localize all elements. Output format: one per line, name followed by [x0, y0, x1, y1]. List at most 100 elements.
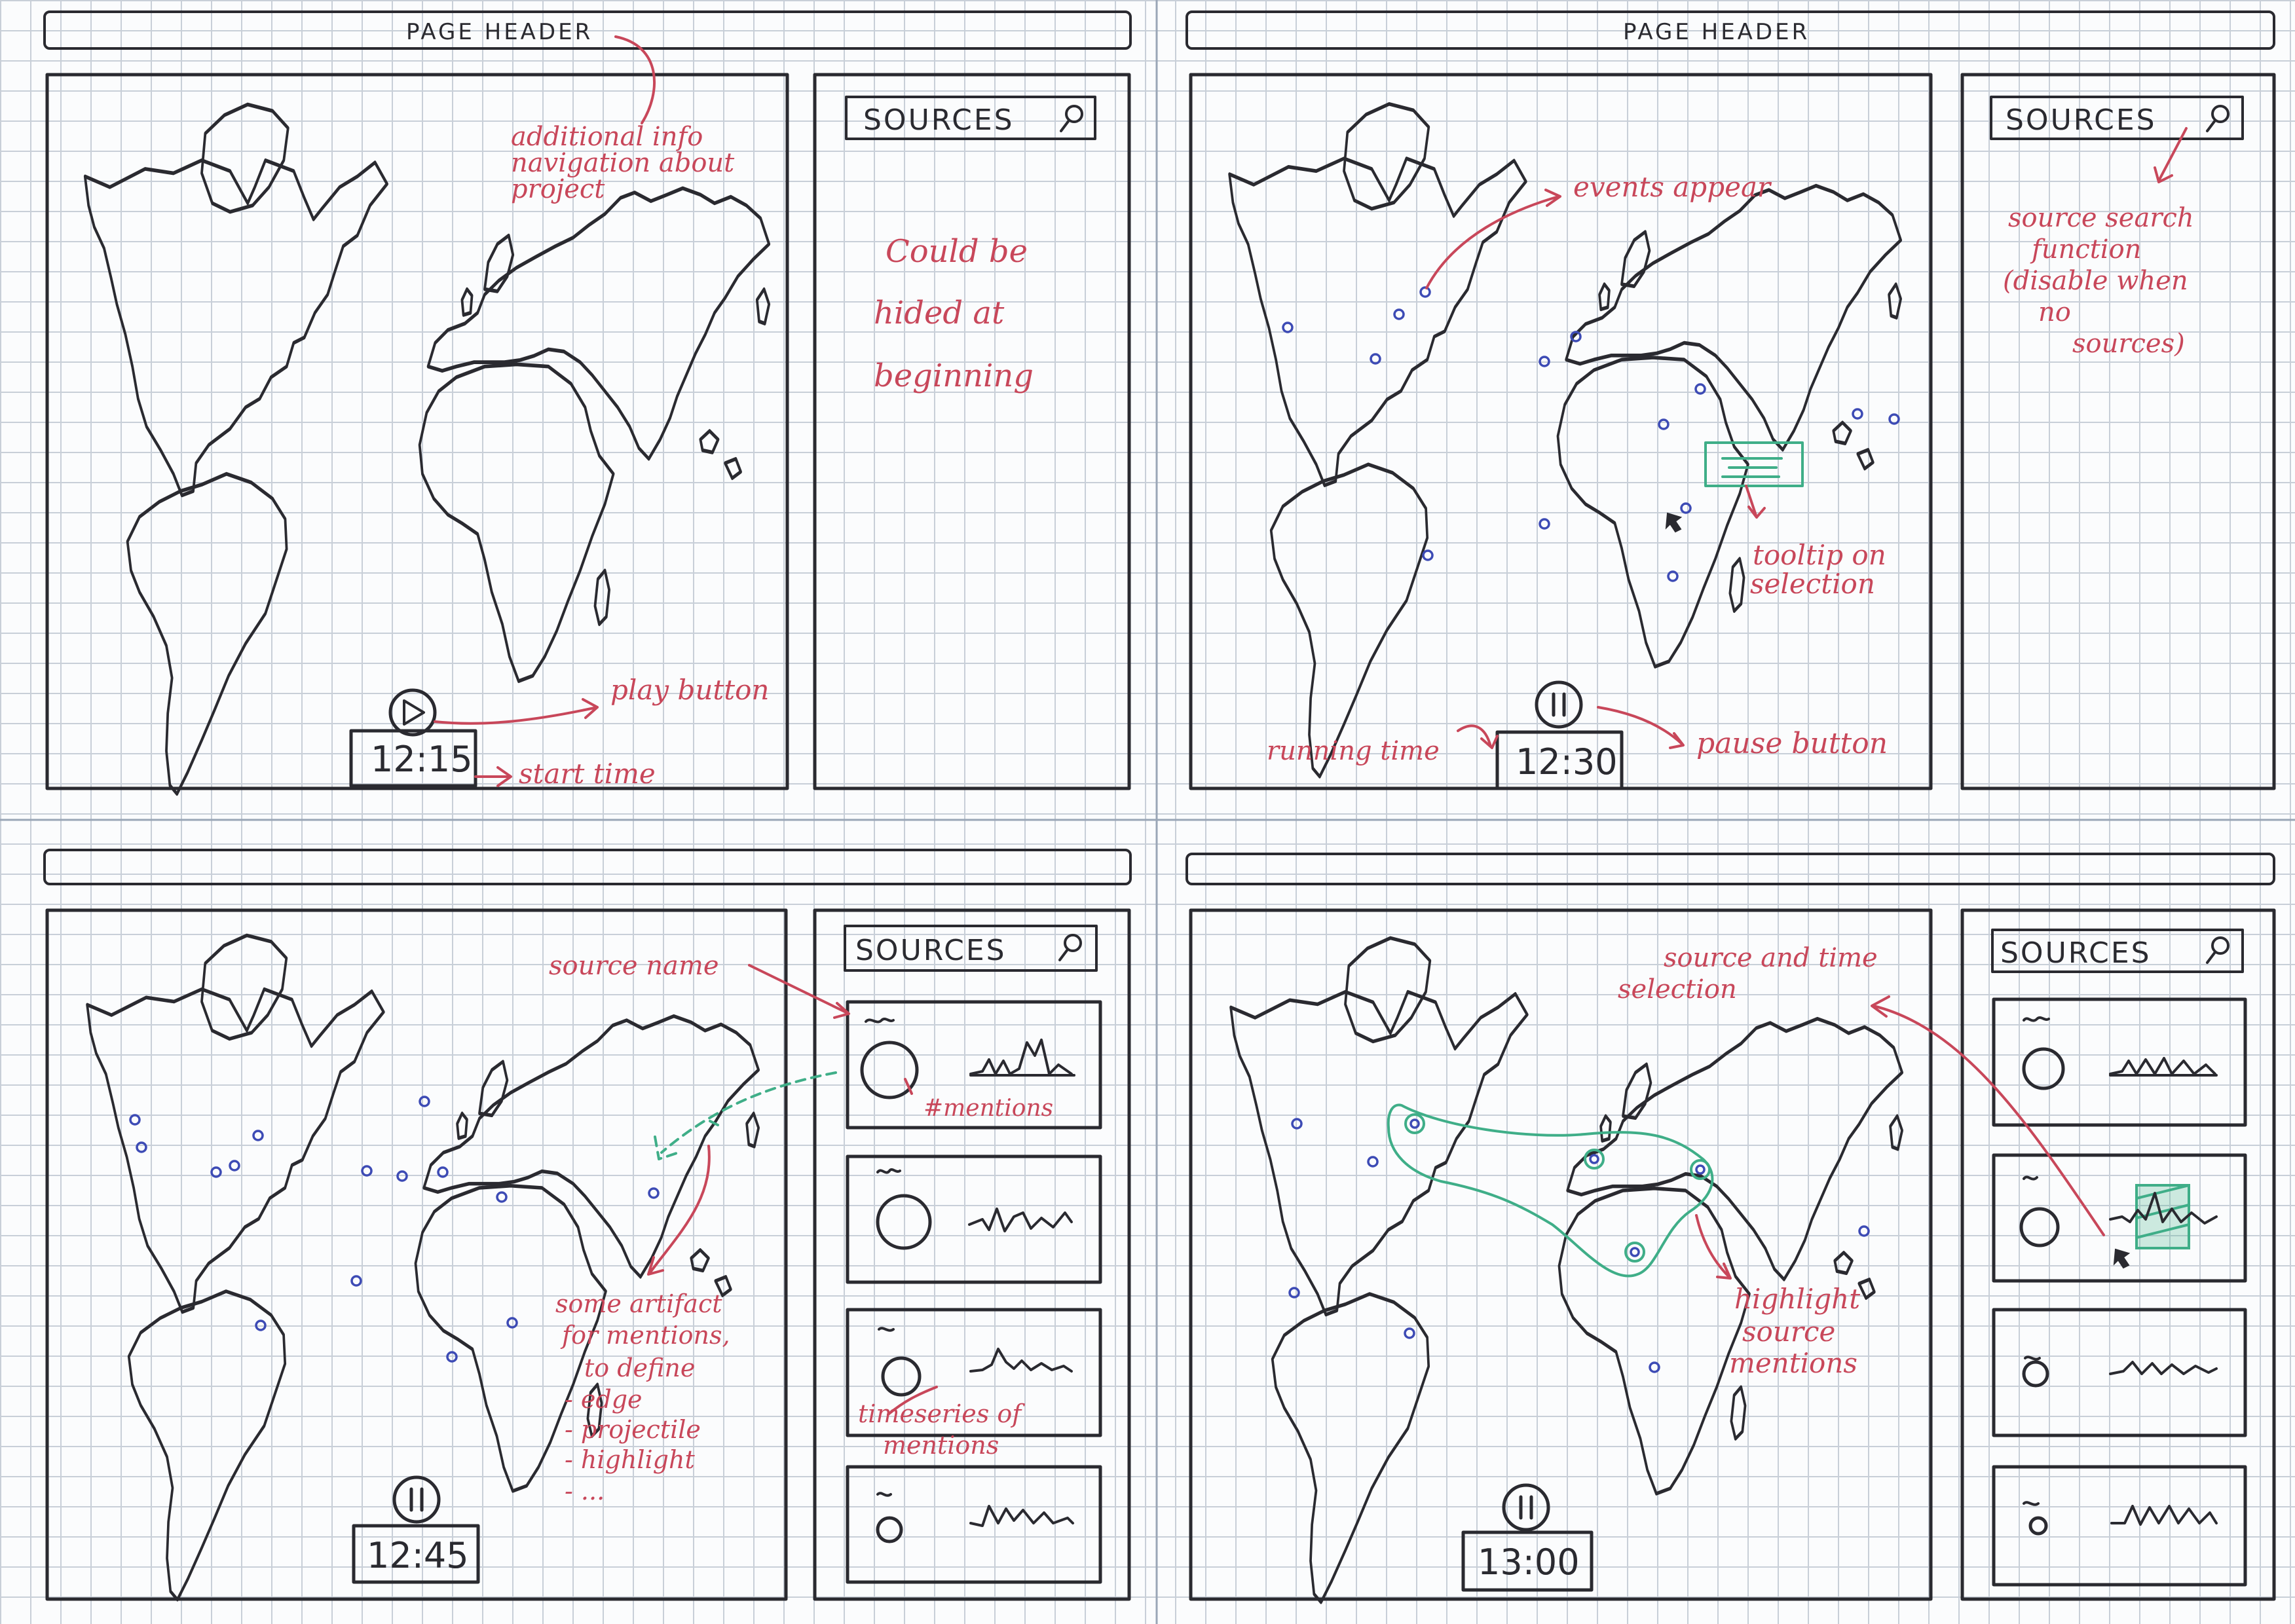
event-dot[interactable]: [437, 1166, 449, 1178]
note-search-4: no: [2038, 297, 2071, 327]
highlighted-event-dot[interactable]: [1584, 1149, 1605, 1170]
source-card[interactable]: [1992, 1153, 2247, 1283]
highlighted-event-dot[interactable]: [1404, 1113, 1425, 1134]
mentions-circle: [2019, 1207, 2060, 1247]
time-text: 12:15: [371, 739, 473, 780]
event-dot[interactable]: [1288, 1287, 1300, 1299]
pause-button[interactable]: [1502, 1483, 1550, 1532]
search-icon[interactable]: [2206, 105, 2230, 132]
event-dot[interactable]: [255, 1320, 267, 1331]
highlighted-event-dot[interactable]: [1624, 1242, 1645, 1263]
timeseries-sparkline: [969, 1039, 1073, 1075]
page-header-text: PAGE HEADER: [406, 19, 593, 45]
panel-4: SOURCES: [1185, 853, 2276, 1602]
event-dot[interactable]: [1570, 331, 1582, 342]
pause-button[interactable]: [1535, 680, 1583, 729]
search-icon[interactable]: [1060, 105, 1083, 132]
event-dot[interactable]: [229, 1160, 240, 1172]
event-dot[interactable]: [419, 1096, 430, 1107]
note-search-1: source search: [2008, 203, 2194, 233]
event-dot[interactable]: [210, 1166, 222, 1178]
event-dot[interactable]: [1282, 322, 1294, 333]
event-dot[interactable]: [1680, 502, 1692, 514]
note-timeseries-1: timeseries of: [858, 1399, 1025, 1428]
event-dot[interactable]: [136, 1141, 147, 1153]
note-artifact-3: to define: [584, 1354, 695, 1382]
sources-sidebar: [1960, 73, 2276, 790]
event-dot[interactable]: [496, 1191, 508, 1203]
event-dot[interactable]: [1649, 1361, 1660, 1373]
event-dot[interactable]: [1291, 1118, 1303, 1130]
source-card[interactable]: [846, 1465, 1102, 1584]
time-display: [349, 729, 477, 788]
timeseries-sparkline: [968, 1208, 1073, 1232]
event-dot[interactable]: [1667, 570, 1679, 582]
source-card[interactable]: [1992, 1465, 2247, 1587]
note-tooltip-2: selection: [1750, 568, 1875, 600]
event-dot[interactable]: [1694, 383, 1706, 395]
event-dot[interactable]: [1658, 418, 1670, 430]
timeseries-sparkline: [2110, 1505, 2218, 1526]
search-icon[interactable]: [1058, 934, 1082, 961]
highlighted-event-dot[interactable]: [1690, 1159, 1711, 1180]
sources-sidebar: [1960, 908, 2276, 1601]
event-dot[interactable]: [350, 1275, 362, 1287]
note-artifact-5: - projectile: [565, 1415, 701, 1444]
sources-search-box[interactable]: [1991, 929, 2244, 973]
event-dot[interactable]: [648, 1187, 660, 1199]
event-dot[interactable]: [252, 1130, 264, 1141]
event-dot[interactable]: [506, 1317, 518, 1329]
event-dot[interactable]: [1393, 308, 1405, 320]
event-dot[interactable]: [361, 1165, 373, 1177]
source-card[interactable]: [846, 1154, 1102, 1284]
source-card[interactable]: [1992, 997, 2247, 1127]
note-pause: pause button: [1696, 727, 1888, 760]
time-text: 12:30: [1516, 741, 1618, 783]
note-artifact-2: for mentions,: [560, 1321, 730, 1350]
pause-icon: [1519, 1495, 1533, 1520]
sources-search-box[interactable]: [1990, 96, 2244, 140]
event-dot[interactable]: [1539, 518, 1550, 530]
event-dot[interactable]: [396, 1170, 408, 1182]
source-card[interactable]: [846, 1000, 1102, 1130]
sources-search-box[interactable]: [844, 925, 1098, 972]
play-button[interactable]: [388, 688, 437, 737]
note-sidebar-hidden-1: Could be: [886, 233, 1028, 270]
sources-title: SOURCES: [2006, 103, 2157, 137]
world-map: [1229, 104, 1901, 777]
event-dot[interactable]: [1852, 408, 1863, 420]
note-start: start time: [519, 758, 656, 790]
panel-1: PAGE HEADER SOURCES 12:15 additional inf…: [43, 10, 1132, 794]
event-dot[interactable]: [129, 1114, 141, 1126]
search-icon[interactable]: [2206, 936, 2230, 964]
event-dot[interactable]: [1419, 286, 1431, 298]
source-card[interactable]: [1992, 1308, 2247, 1437]
event-dot[interactable]: [1539, 356, 1550, 367]
note-source-name: source name: [549, 951, 719, 981]
note-running: running time: [1267, 736, 1440, 766]
source-mentions-hull: [1387, 1103, 1714, 1278]
event-dot[interactable]: [1370, 353, 1381, 365]
note-artifact-7: - ...: [565, 1477, 605, 1505]
pause-button[interactable]: [392, 1475, 441, 1524]
note-sidebar-hidden-2: hided at: [874, 295, 1005, 331]
event-dot[interactable]: [1422, 549, 1434, 561]
event-dot[interactable]: [1888, 413, 1900, 425]
note-events: events appear: [1573, 171, 1772, 203]
event-dot[interactable]: [1404, 1327, 1415, 1339]
sources-search-box[interactable]: [845, 96, 1096, 140]
time-display: [1495, 730, 1624, 790]
timeseries-sparkline: [969, 1348, 1073, 1373]
page-header: [1185, 853, 2275, 885]
sources-title: SOURCES: [2000, 936, 2152, 970]
page-header: [43, 849, 1132, 885]
source-card[interactable]: [846, 1308, 1102, 1437]
note-tooltip-1: tooltip on: [1753, 539, 1886, 571]
event-dot[interactable]: [1367, 1156, 1379, 1168]
event-dot[interactable]: [1858, 1225, 1870, 1237]
mentions-circle: [2028, 1516, 2048, 1536]
event-dot[interactable]: [446, 1351, 458, 1363]
sources-title: SOURCES: [863, 103, 1015, 137]
timeseries-sparkline: [969, 1505, 1074, 1527]
note-search-5: sources): [2072, 329, 2185, 359]
